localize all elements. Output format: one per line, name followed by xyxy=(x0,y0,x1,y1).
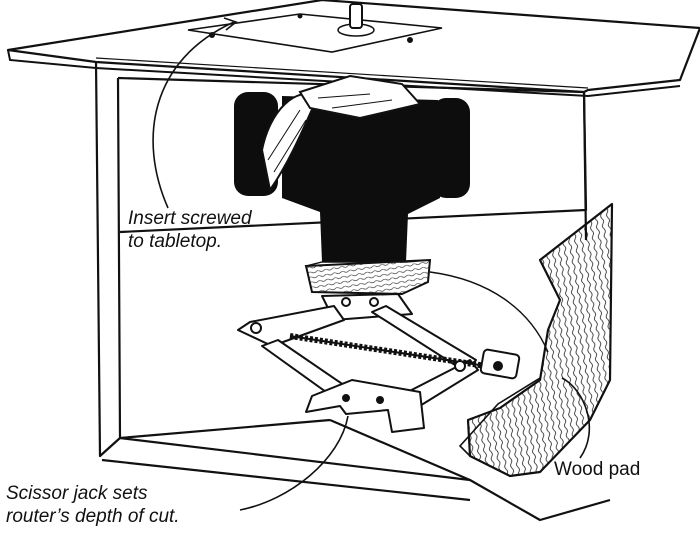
insert-callout-line1: Insert screwed xyxy=(128,208,252,229)
router-motor xyxy=(234,74,470,296)
insert-leader-line xyxy=(152,21,235,209)
insert-callout: Insert screwed to tabletop. xyxy=(128,207,252,253)
insert-plate xyxy=(187,13,443,53)
wood-pad-callout: Wood pad xyxy=(554,458,640,481)
jack-arm-right-upper xyxy=(371,305,477,373)
motion-arc xyxy=(429,271,549,353)
wood-pad xyxy=(458,202,614,478)
wood-pad-leader-line xyxy=(561,377,591,459)
insert-screw xyxy=(407,37,413,43)
router-base xyxy=(304,258,432,296)
insert-callout-line2: to tabletop. xyxy=(128,231,223,252)
scissor-jack xyxy=(237,293,521,433)
cabinet-floor xyxy=(119,436,611,522)
scissor-jack-callout: Scissor jack sets router’s depth of cut. xyxy=(6,482,180,528)
jack-base xyxy=(305,379,425,433)
insert-leader-arrowhead xyxy=(223,17,238,31)
cabinet-back-right-edge xyxy=(582,91,588,241)
scissor-jack-callout-line2: router’s depth of cut. xyxy=(6,506,180,527)
wood-pad-callout-text: Wood pad xyxy=(554,459,641,480)
jack-leader-line xyxy=(239,415,349,511)
cabinet-left-wall xyxy=(94,61,122,458)
tabletop xyxy=(6,0,700,98)
scissor-jack-callout-line1: Scissor jack sets xyxy=(6,483,148,504)
insert-screw xyxy=(297,13,303,19)
router-bit xyxy=(349,3,363,29)
